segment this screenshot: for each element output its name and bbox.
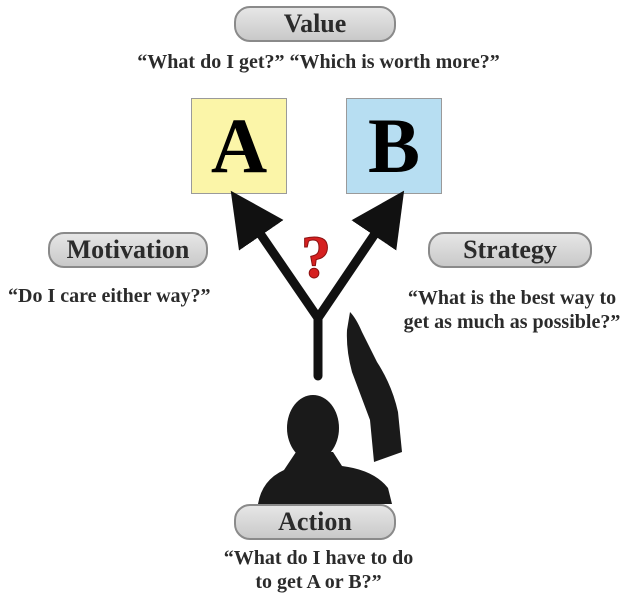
action-quote-line-2: to get A or B?” bbox=[255, 571, 382, 593]
strategy-label: Strategy bbox=[463, 235, 557, 264]
action-pill: Action bbox=[234, 504, 396, 540]
person-pointing-silhouette bbox=[258, 312, 402, 504]
action-quote-line-1: “What do I have to do bbox=[223, 547, 414, 569]
option-a-letter: A bbox=[210, 102, 268, 189]
fork-arrow-icon bbox=[230, 190, 405, 381]
question-mark: ? bbox=[301, 224, 331, 290]
value-quote: “What do I get?” “Which is worth more?” bbox=[137, 51, 500, 73]
value-pill: Value bbox=[234, 6, 396, 42]
option-b-letter: B bbox=[367, 102, 421, 189]
option-b-card: B bbox=[346, 98, 442, 194]
strategy-quote: “What is the best way to get as much as … bbox=[388, 286, 636, 334]
option-a-card: A bbox=[191, 98, 287, 194]
strategy-quote-line-1: “What is the best way to bbox=[407, 287, 617, 309]
motivation-quote: “Do I care either way?” bbox=[8, 285, 211, 307]
value-label: Value bbox=[283, 9, 347, 38]
strategy-quote-line-2: get as much as possible?” bbox=[403, 311, 621, 333]
action-quote: “What do I have to do to get A or B?” bbox=[0, 546, 637, 594]
strategy-pill: Strategy bbox=[428, 232, 592, 268]
motivation-pill: Motivation bbox=[48, 232, 208, 268]
action-label: Action bbox=[278, 507, 352, 536]
motivation-label: Motivation bbox=[66, 235, 190, 264]
